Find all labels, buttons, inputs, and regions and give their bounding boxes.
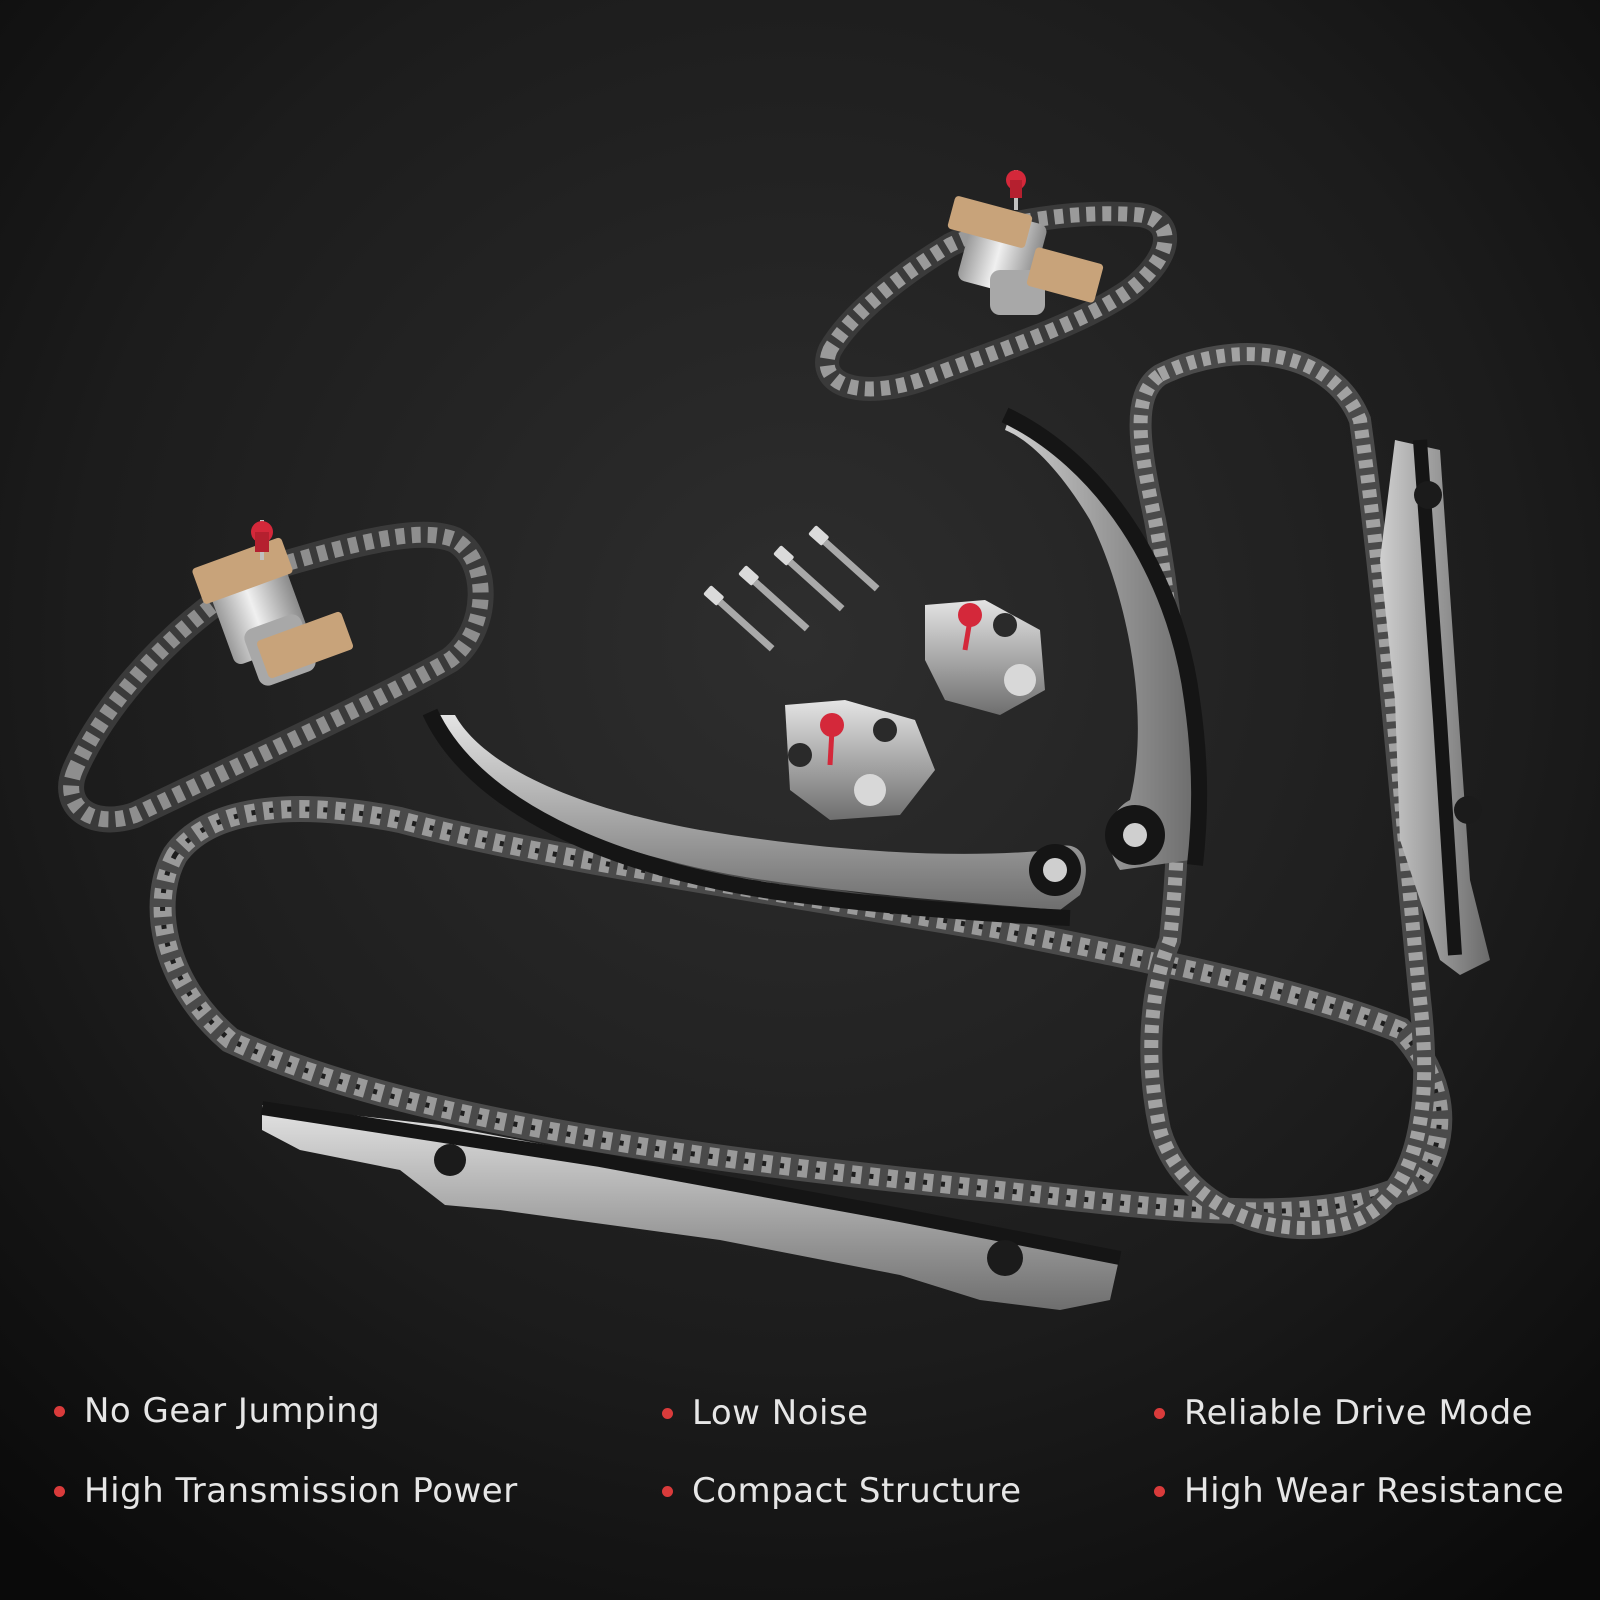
straight-chain-guide-right	[1380, 439, 1490, 975]
curved-chain-guide-upper	[1001, 407, 1208, 870]
hydraulic-tensioner-upper	[925, 600, 1045, 715]
bullet-dot-icon	[1154, 1407, 1165, 1419]
feature-label: Reliable Drive Mode	[1184, 1393, 1534, 1433]
feature-label: High Transmission Power	[84, 1471, 518, 1511]
curved-chain-guide-lower	[422, 708, 1086, 926]
bullet-dot-icon	[662, 1407, 673, 1419]
feature-label: Low Noise	[692, 1393, 869, 1433]
straight-chain-guide-bottom	[260, 1101, 1122, 1310]
mounting-bolts	[703, 525, 880, 652]
feature-label: No Gear Jumping	[84, 1391, 381, 1431]
feature-item: Reliable Drive Mode	[1154, 1393, 1533, 1433]
feature-item: High Transmission Power	[54, 1471, 518, 1511]
feature-item: Low Noise	[662, 1393, 869, 1433]
primary-timing-chain	[149, 796, 1453, 1225]
feature-item: No Gear Jumping	[54, 1391, 380, 1431]
feature-item: High Wear Resistance	[1154, 1471, 1564, 1511]
left-cam-chain-assembly	[58, 520, 494, 833]
feature-item: Compact Structure	[662, 1471, 1022, 1511]
bullet-dot-icon	[54, 1405, 65, 1417]
feature-label: High Wear Resistance	[1184, 1471, 1565, 1511]
bullet-dot-icon	[1154, 1485, 1165, 1497]
bullet-dot-icon	[662, 1485, 673, 1497]
feature-label: Compact Structure	[692, 1471, 1022, 1511]
top-cam-chain-assembly	[815, 170, 1177, 401]
bullet-dot-icon	[54, 1485, 65, 1497]
hydraulic-tensioner-lower	[785, 700, 935, 820]
